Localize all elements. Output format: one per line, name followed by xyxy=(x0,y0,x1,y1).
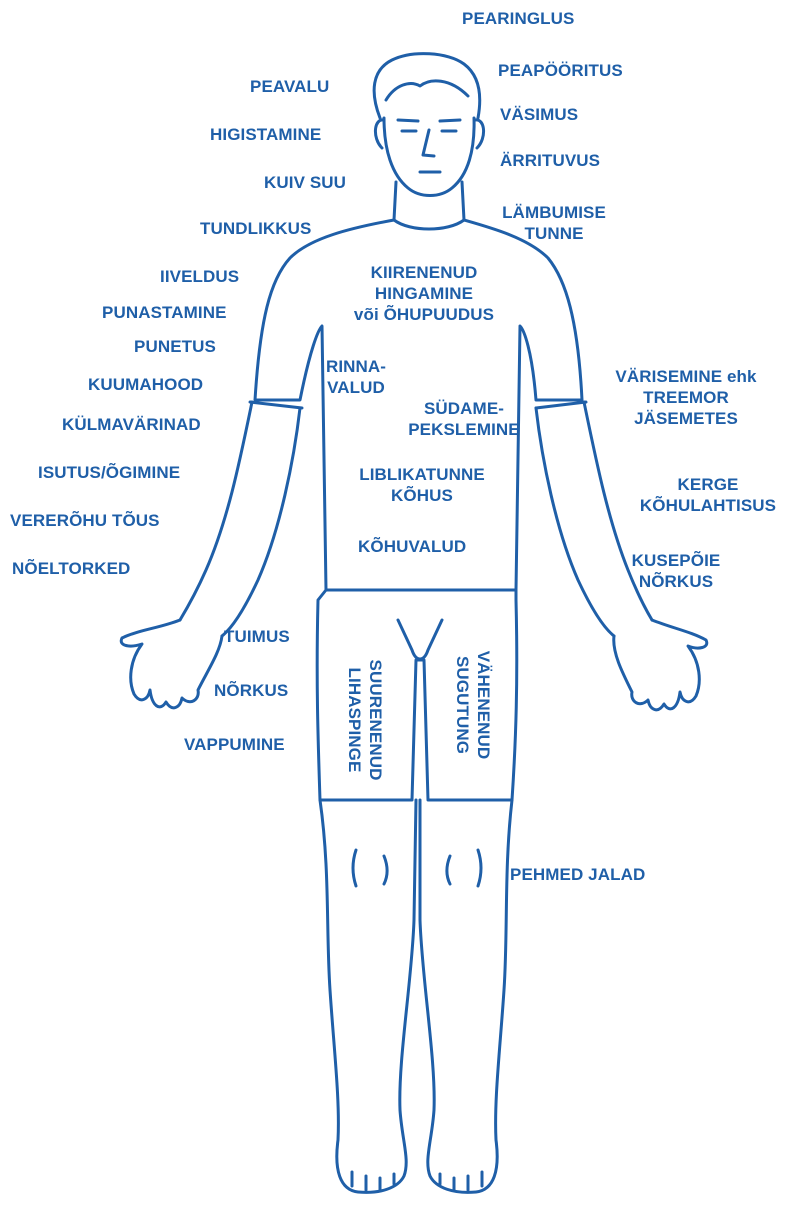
label-kusepoie: KUSEPÕIE NÕRKUS xyxy=(632,550,721,592)
left-eyebrow xyxy=(398,120,418,121)
right-arm xyxy=(536,402,652,636)
label-liblikatunne: LIBLIKATUNNE KÕHUS xyxy=(359,464,485,506)
right-sleeve-line xyxy=(536,402,586,408)
left-hand xyxy=(121,620,222,708)
right-toes xyxy=(440,1172,482,1190)
label-lihaspinge: SUURENENUD LIHASPINGE xyxy=(344,640,386,800)
label-lambumise: LÄMBUMISE TUNNE xyxy=(502,202,606,244)
left-arm xyxy=(180,402,300,636)
label-kerge: KERGE KÕHULAHTISUS xyxy=(640,474,776,516)
label-higistamine: HIGISTAMINE xyxy=(210,124,321,145)
label-kerge-line2: KÕHULAHTISUS xyxy=(640,495,776,516)
label-varisemine-line3: JÄSEMETES xyxy=(615,408,756,429)
nose xyxy=(423,130,434,156)
label-rinnavalud-line2: VALUD xyxy=(326,377,386,398)
label-vappumine: VAPPUMINE xyxy=(184,734,285,755)
right-knee-mark xyxy=(447,850,481,886)
label-pehmed-jalad: PEHMED JALAD xyxy=(510,864,645,885)
label-hingamine-line2: HINGAMINE xyxy=(354,283,494,304)
label-peavalu: PEAVALU xyxy=(250,76,329,97)
collar xyxy=(394,220,464,229)
label-vasimus: VÄSIMUS xyxy=(500,104,578,125)
label-vererohu: VERERÕHU TÕUS xyxy=(10,510,160,531)
label-hingamine: KIIRENENUD HINGAMINE või ÕHUPUUDUS xyxy=(354,262,494,325)
label-noeltorked: NÕELTORKED xyxy=(12,558,130,579)
label-kuiv-suu: KUIV SUU xyxy=(264,172,346,193)
label-hingamine-line1: KIIRENENUD xyxy=(354,262,494,283)
label-rinnavalud: RINNA- VALUD xyxy=(326,356,386,398)
label-norkus: NÕRKUS xyxy=(214,680,288,701)
label-sugutung: VÄHENENUD SUGUTUNG xyxy=(452,640,494,770)
label-lambumise-line1: LÄMBUMISE xyxy=(502,202,606,223)
label-punetus: PUNETUS xyxy=(134,336,216,357)
left-leg xyxy=(320,800,416,1192)
label-sugutung-line2: SUGUTUNG xyxy=(452,640,473,770)
left-toes xyxy=(352,1172,394,1190)
label-kusepoie-line2: NÕRKUS xyxy=(632,571,721,592)
label-varisemine-line2: TREEMOR xyxy=(615,387,756,408)
label-varisemine-line1: VÄRISEMINE ehk xyxy=(615,366,756,387)
label-isutus: ISUTUS/ÕGIMINE xyxy=(38,462,180,483)
label-sudame-line1: SÜDAME- xyxy=(408,398,520,419)
label-hingamine-line3: või ÕHUPUUDUS xyxy=(354,304,494,325)
label-kusepoie-line1: KUSEPÕIE xyxy=(632,550,721,571)
label-sudame-line2: PEKSLEMINE xyxy=(408,419,520,440)
right-ear xyxy=(475,120,484,148)
label-pearinglus: PEARINGLUS xyxy=(462,8,574,29)
label-punastamine: PUNASTAMINE xyxy=(102,302,227,323)
label-tundlikkus: TUNDLIKKUS xyxy=(200,218,312,239)
label-peapooritus: PEAPÖÖRITUS xyxy=(498,60,623,81)
hair-line xyxy=(386,81,468,100)
label-kohuvalud: KÕHUVALUD xyxy=(358,536,466,557)
right-hand xyxy=(614,620,707,710)
groin-line xyxy=(398,620,442,659)
label-sugutung-line1: VÄHENENUD xyxy=(473,640,494,770)
left-sleeve-line xyxy=(250,402,302,408)
label-liblikatunne-line2: KÕHUS xyxy=(359,485,485,506)
label-lihaspinge-line1: SUURENENUD xyxy=(365,640,386,800)
label-varisemine: VÄRISEMINE ehk TREEMOR JÄSEMETES xyxy=(615,366,756,429)
label-lihaspinge-line2: LIHASPINGE xyxy=(344,640,365,800)
right-eyebrow xyxy=(440,120,460,121)
label-kulmavarinad: KÜLMAVÄRINAD xyxy=(62,414,201,435)
label-kuumahood: KUUMAHOOD xyxy=(88,374,203,395)
right-leg xyxy=(420,800,512,1192)
label-tuimus: TUIMUS xyxy=(224,626,290,647)
label-rinnavalud-line1: RINNA- xyxy=(326,356,386,377)
label-arrituvus: ÄRRITUVUS xyxy=(500,150,600,171)
left-knee-mark xyxy=(353,850,387,886)
label-kerge-line1: KERGE xyxy=(640,474,776,495)
label-sudame: SÜDAME- PEKSLEMINE xyxy=(408,398,520,440)
label-iiveldus: IIVELDUS xyxy=(160,266,239,287)
label-lambumise-line2: TUNNE xyxy=(502,223,606,244)
label-liblikatunne-line1: LIBLIKATUNNE xyxy=(359,464,485,485)
head-outline xyxy=(374,54,480,118)
